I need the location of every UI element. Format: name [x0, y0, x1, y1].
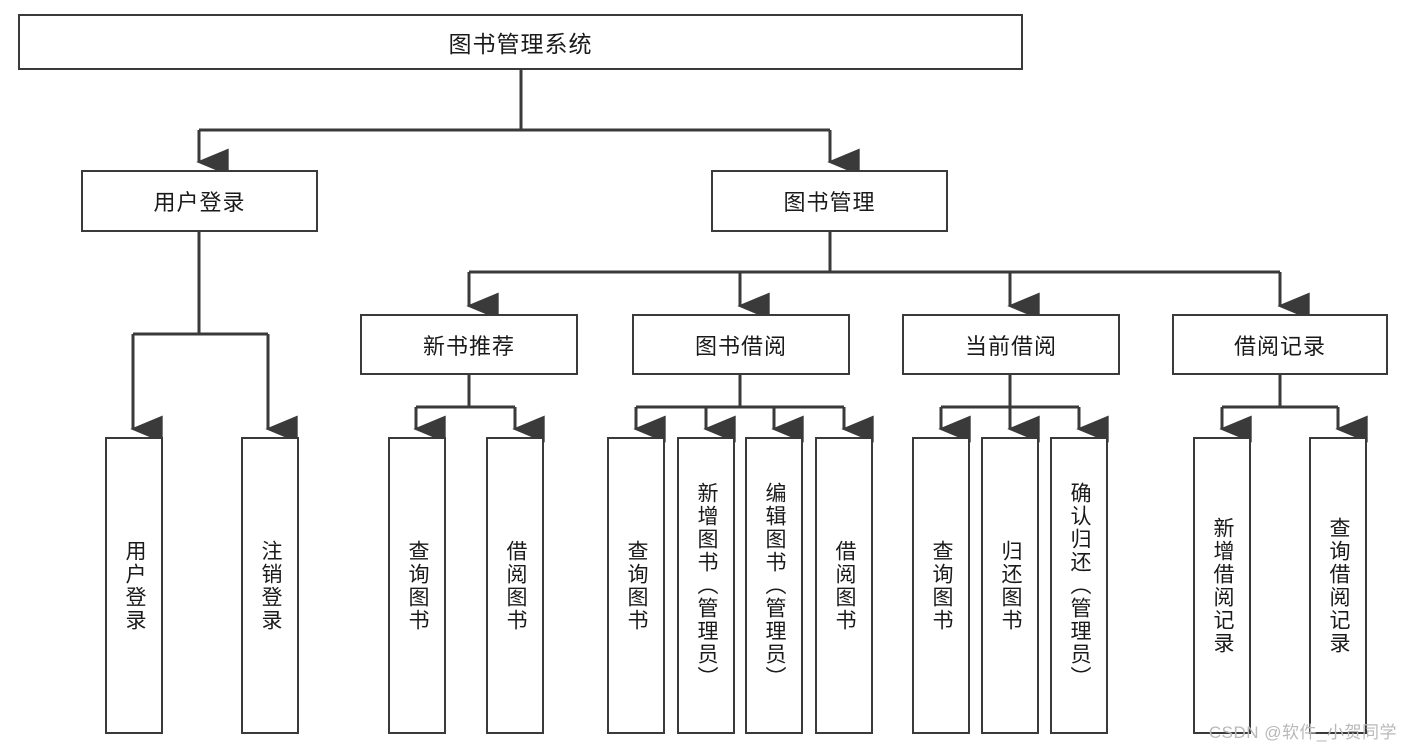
leaf-label: 注销登录	[259, 539, 283, 632]
leaf-label: 查询图书	[930, 539, 954, 632]
leaf-query-book-current[interactable]: 查询图书	[912, 437, 970, 734]
leaf-confirm-return[interactable]: 确认归还（管理员）	[1050, 437, 1108, 734]
leaf-label: 查询图书	[625, 539, 649, 632]
leaf-edit-book[interactable]: 编辑图书（管理员）	[745, 437, 803, 734]
leaf-label: 确认归还（管理员）	[1068, 482, 1092, 689]
leaf-borrow-book-recommend[interactable]: 借阅图书	[486, 437, 544, 734]
node-user-login[interactable]: 用户登录	[81, 170, 318, 232]
leaf-add-book[interactable]: 新增图书（管理员）	[677, 437, 735, 734]
leaf-user-login[interactable]: 用户登录	[105, 437, 163, 734]
leaf-label: 编辑图书（管理员）	[763, 482, 787, 689]
leaf-label: 查询借阅记录	[1327, 516, 1351, 655]
leaf-label: 用户登录	[123, 539, 147, 632]
leaf-query-borrow-record[interactable]: 查询借阅记录	[1309, 437, 1367, 734]
leaf-label: 查询图书	[406, 539, 430, 632]
leaf-label: 借阅图书	[833, 539, 857, 632]
leaf-query-book-borrow[interactable]: 查询图书	[607, 437, 665, 734]
node-book-borrow[interactable]: 图书借阅	[632, 314, 850, 375]
leaf-return-book[interactable]: 归还图书	[981, 437, 1039, 734]
node-root-system[interactable]: 图书管理系统	[18, 14, 1023, 70]
node-current-borrow[interactable]: 当前借阅	[902, 314, 1120, 375]
leaf-label: 新增借阅记录	[1211, 516, 1235, 655]
leaf-label: 新增图书（管理员）	[695, 482, 719, 689]
leaf-logout-login[interactable]: 注销登录	[241, 437, 299, 734]
leaf-label: 归还图书	[999, 539, 1023, 632]
node-borrow-record[interactable]: 借阅记录	[1172, 314, 1388, 375]
leaf-borrow-book-borrow[interactable]: 借阅图书	[815, 437, 873, 734]
leaf-label: 借阅图书	[504, 539, 528, 632]
leaf-add-borrow-record[interactable]: 新增借阅记录	[1193, 437, 1251, 734]
watermark-text: CSDN @软件_小贺同学	[1208, 723, 1397, 742]
leaf-query-book-recommend[interactable]: 查询图书	[388, 437, 446, 734]
node-new-book-recommend[interactable]: 新书推荐	[360, 314, 578, 375]
node-book-management[interactable]: 图书管理	[711, 170, 948, 232]
